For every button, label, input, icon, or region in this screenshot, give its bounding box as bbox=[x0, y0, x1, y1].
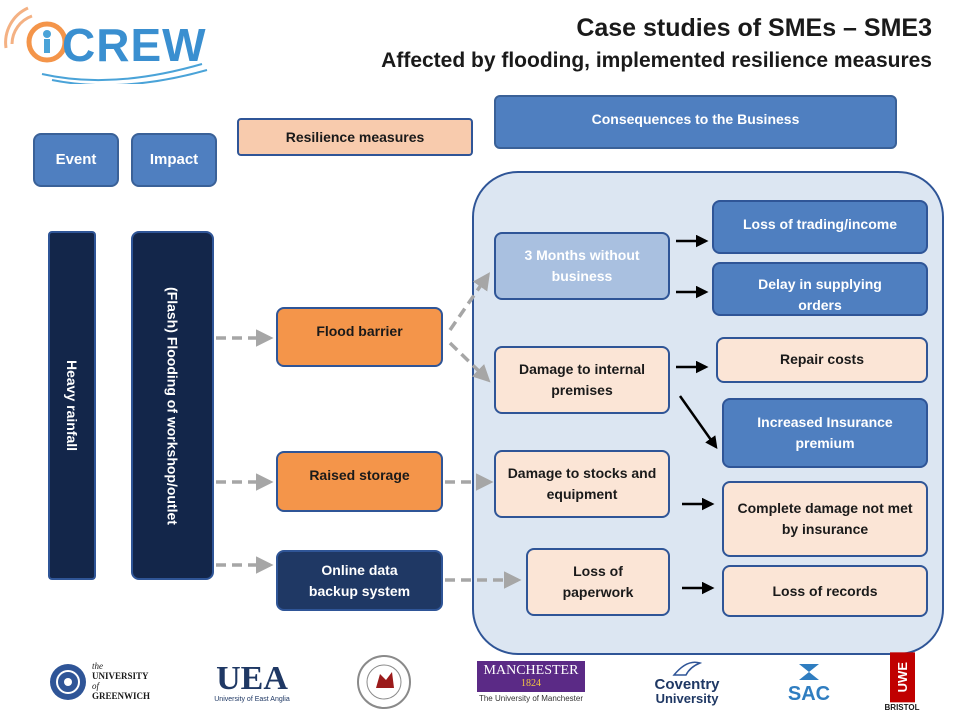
page-subtitle: Affected by flooding, implemented resili… bbox=[381, 49, 932, 72]
crew-logo-graphic bbox=[4, 6, 208, 87]
partner-logos: the UNIVERSITY of GREENWICH UEA Universi… bbox=[0, 652, 960, 720]
greenwich-line2: UNIVERSITY bbox=[91, 671, 149, 682]
coventry-sub: University bbox=[655, 691, 719, 706]
greenwich-logo: the UNIVERSITY of GREENWICH bbox=[44, 652, 154, 712]
manchester-year: 1824 bbox=[521, 677, 541, 689]
coventry-bird-icon bbox=[672, 661, 702, 676]
to-insurance-premium-arrow bbox=[678, 395, 718, 450]
event-label: Heavy rainfall bbox=[64, 359, 81, 452]
sac-emblem-icon bbox=[799, 664, 819, 680]
crew-logo: CREW bbox=[2, 4, 212, 87]
resilience-header: Resilience measures bbox=[237, 118, 473, 156]
outcome-loss-of-records: Loss of records bbox=[722, 565, 928, 617]
outcome-repair-costs: Repair costs bbox=[716, 337, 928, 383]
outcome-loss-of-trading: Loss of trading/income bbox=[712, 200, 928, 254]
event-bar: Heavy rainfall bbox=[48, 231, 96, 580]
impact-bar: (Flash) Flooding of workshop/outlet bbox=[131, 231, 214, 580]
consequence-no-business: 3 Months without business bbox=[494, 232, 670, 300]
measure-online-backup: Online data backup system bbox=[276, 550, 443, 611]
sac-logo: SAC bbox=[786, 652, 832, 712]
salford-crest-icon bbox=[357, 655, 411, 709]
coventry-logo: Coventry University bbox=[652, 652, 722, 712]
page-title: Case studies of SMEs – SME3 bbox=[576, 14, 932, 42]
manchester-sub: The University of Manchester bbox=[478, 694, 584, 704]
uea-sub: University of East Anglia bbox=[214, 695, 290, 703]
greenwich-crest-icon bbox=[49, 664, 86, 700]
measure-flood-barrier: Flood barrier bbox=[276, 307, 443, 367]
manchester-logo: MANCHESTER 1824 The University of Manche… bbox=[476, 652, 586, 712]
impact-label: (Flash) Flooding of workshop/outlet bbox=[164, 286, 181, 525]
consequence-stock-damage: Damage to stocks and equipment bbox=[494, 450, 670, 518]
sac-main: SAC bbox=[787, 683, 831, 705]
consequence-paperwork-loss: Loss of paperwork bbox=[526, 548, 670, 616]
greenwich-line3: of bbox=[91, 681, 99, 691]
uea-logo: UEA University of East Anglia bbox=[208, 652, 296, 712]
manchester-main: MANCHESTER bbox=[483, 662, 579, 678]
greenwich-line1: the bbox=[91, 661, 103, 672]
uwe-logo: UWE BRISTOL bbox=[880, 652, 924, 712]
consequence-premises-damage: Damage to internal premises bbox=[494, 346, 670, 414]
salford-logo bbox=[354, 652, 414, 712]
impact-header: Impact bbox=[131, 133, 217, 187]
measure-raised-storage: Raised storage bbox=[276, 451, 443, 512]
coventry-main: Coventry bbox=[654, 676, 720, 693]
uwe-sub: BRISTOL bbox=[884, 702, 920, 712]
uwe-main: UWE bbox=[889, 652, 915, 703]
greenwich-line4: GREENWICH bbox=[91, 690, 150, 701]
event-header: Event bbox=[33, 133, 119, 187]
uea-main: UEA bbox=[216, 659, 288, 697]
outcome-insurance-premium: Increased Insurance premium bbox=[722, 398, 928, 468]
barrier-to-no-business-arrow bbox=[448, 272, 490, 331]
consequences-header: Consequences to the Business bbox=[494, 95, 897, 149]
crew-logo-text: CREW bbox=[62, 19, 207, 71]
barrier-to-premises-damage-arrow bbox=[448, 341, 491, 383]
outcome-delay-orders: Delay in supplying orders bbox=[712, 262, 928, 316]
outcome-uninsured-damage: Complete damage not met by insurance bbox=[722, 481, 928, 557]
